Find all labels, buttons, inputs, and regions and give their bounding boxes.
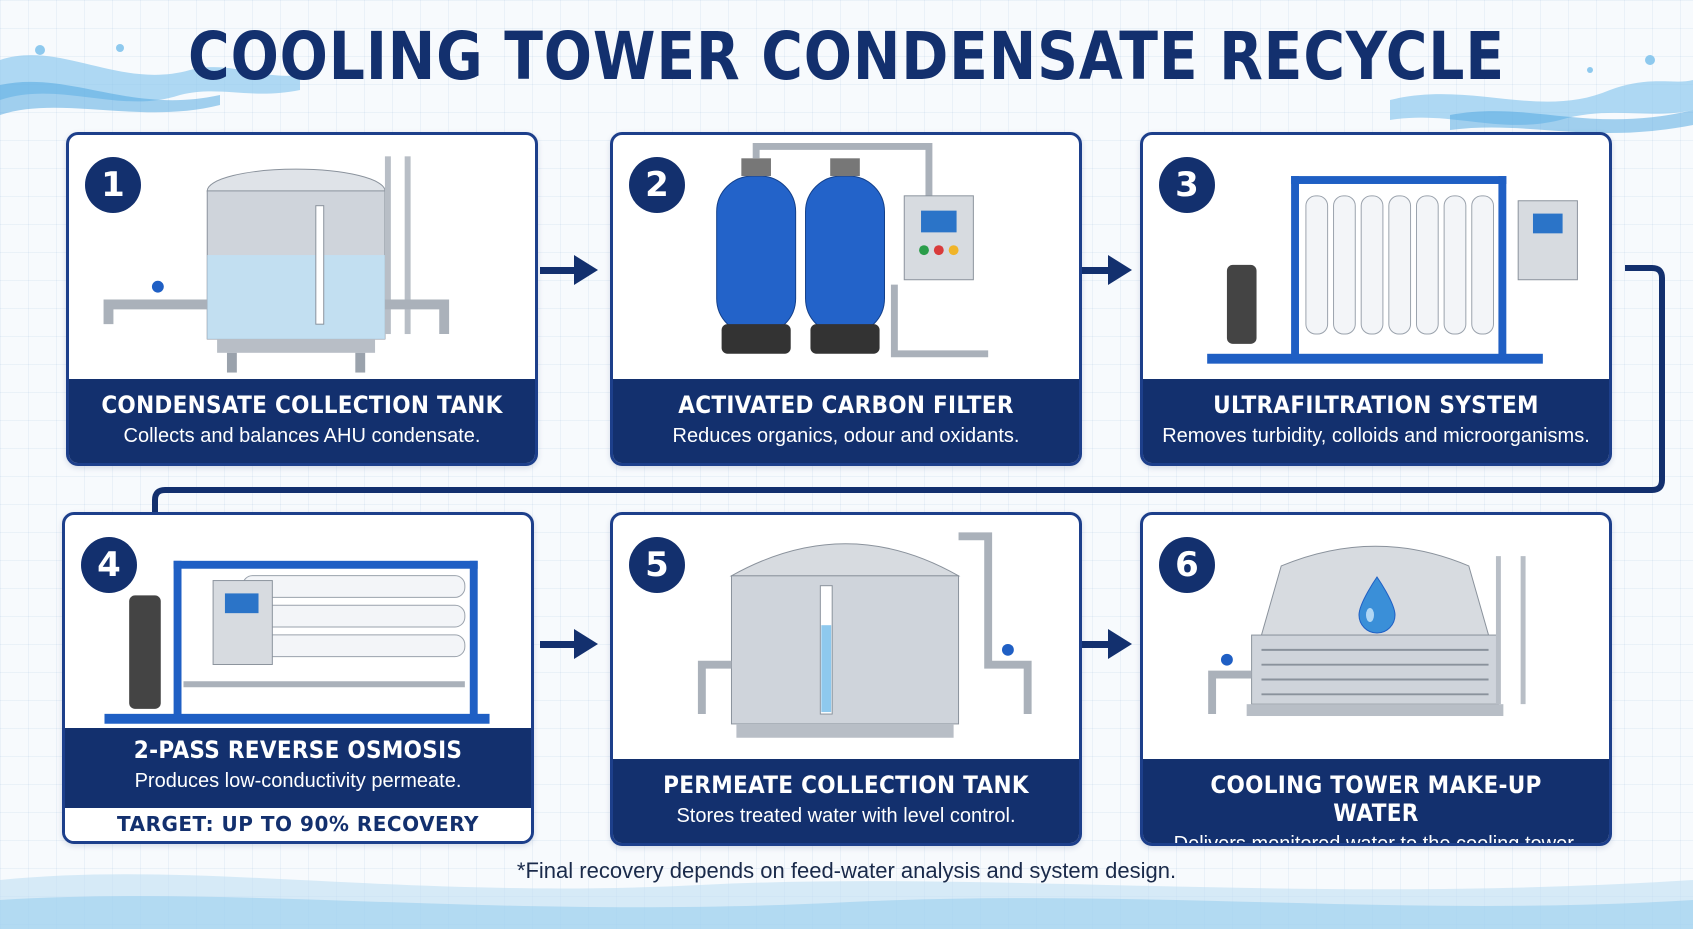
step-caption: ACTIVATED CARBON FILTER Reduces organics… <box>613 379 1079 463</box>
top-left-water-splash <box>0 44 300 115</box>
cooling-tower-illustration <box>1208 545 1526 717</box>
step-number-badge: 4 <box>81 537 137 593</box>
step-description: Removes turbidity, colloids and microorg… <box>1162 425 1590 447</box>
step-card-1: 1 CONDENSATE COLLECTION TANK Collects an… <box>66 132 538 466</box>
step-number-badge: 1 <box>85 157 141 213</box>
step-number-badge: 2 <box>629 157 685 213</box>
step-description: Stores treated water with level control. <box>676 805 1016 827</box>
step-card-2: 2 ACTIVATED CARBON FILTER Reduces organi… <box>610 132 1082 466</box>
arrow-right-icon <box>1074 629 1132 659</box>
step-title: PERMEATE COLLECTION TANK <box>663 771 1029 799</box>
step-title: 2-PASS REVERSE OSMOSIS <box>133 736 463 764</box>
page-title: COOLING TOWER CONDENSATE RECYCLE <box>188 18 1505 95</box>
step-card-6: 6 COOLING TOWER MAKE-UP WATER Delivers m… <box>1140 512 1612 846</box>
step-number-badge: 6 <box>1159 537 1215 593</box>
step-description: Produces low-conductivity permeate. <box>134 770 462 792</box>
step-description: Delivers monitored water to the cooling … <box>1173 833 1579 846</box>
water-drop-icon <box>1358 576 1396 634</box>
step-description: Collects and balances AHU condensate. <box>123 425 481 447</box>
step-title: ULTRAFILTRATION SYSTEM <box>1213 391 1539 419</box>
step-title: ACTIVATED CARBON FILTER <box>678 391 1014 419</box>
permeate-tank-illustration <box>697 532 1032 738</box>
step-card-3: 3 ULTRAFILTRATION SYSTEM Removes turbidi… <box>1140 132 1612 466</box>
reverse-osmosis-illustration <box>104 560 490 724</box>
step-title: COOLING TOWER MAKE-UP WATER <box>1210 771 1542 827</box>
arrow-right-icon <box>540 255 598 285</box>
step-number-badge: 5 <box>629 537 685 593</box>
collection-tank-illustration <box>103 156 450 373</box>
step-number-badge: 3 <box>1159 157 1215 213</box>
step-card-5: 5 PERMEATE COLLECTION TANK Stores treate… <box>610 512 1082 846</box>
ultrafiltration-illustration <box>1207 176 1578 364</box>
recovery-target: TARGET: UP TO 90% RECOVERY <box>65 808 531 841</box>
step-caption: CONDENSATE COLLECTION TANK Collects and … <box>69 379 535 463</box>
step-caption: COOLING TOWER MAKE-UP WATER Delivers mon… <box>1143 759 1609 843</box>
bottom-water-waves <box>0 874 1693 929</box>
arrow-right-icon <box>1074 255 1132 285</box>
top-right-water-splash <box>1390 55 1693 134</box>
step-description: Reduces organics, odour and oxidants. <box>672 425 1020 447</box>
footnote: *Final recovery depends on feed-water an… <box>516 858 1177 883</box>
step-caption: ULTRAFILTRATION SYSTEM Removes turbidity… <box>1143 379 1609 463</box>
step-caption: PERMEATE COLLECTION TANK Stores treated … <box>613 759 1079 843</box>
step-title: CONDENSATE COLLECTION TANK <box>101 391 503 419</box>
step-card-4: 4 2-PASS REVERSE OSMOSIS Produces low-co… <box>62 512 534 844</box>
step-caption: 2-PASS REVERSE OSMOSIS Produces low-cond… <box>65 728 531 808</box>
carbon-filter-illustration <box>716 143 989 358</box>
arrow-right-icon <box>540 629 598 659</box>
